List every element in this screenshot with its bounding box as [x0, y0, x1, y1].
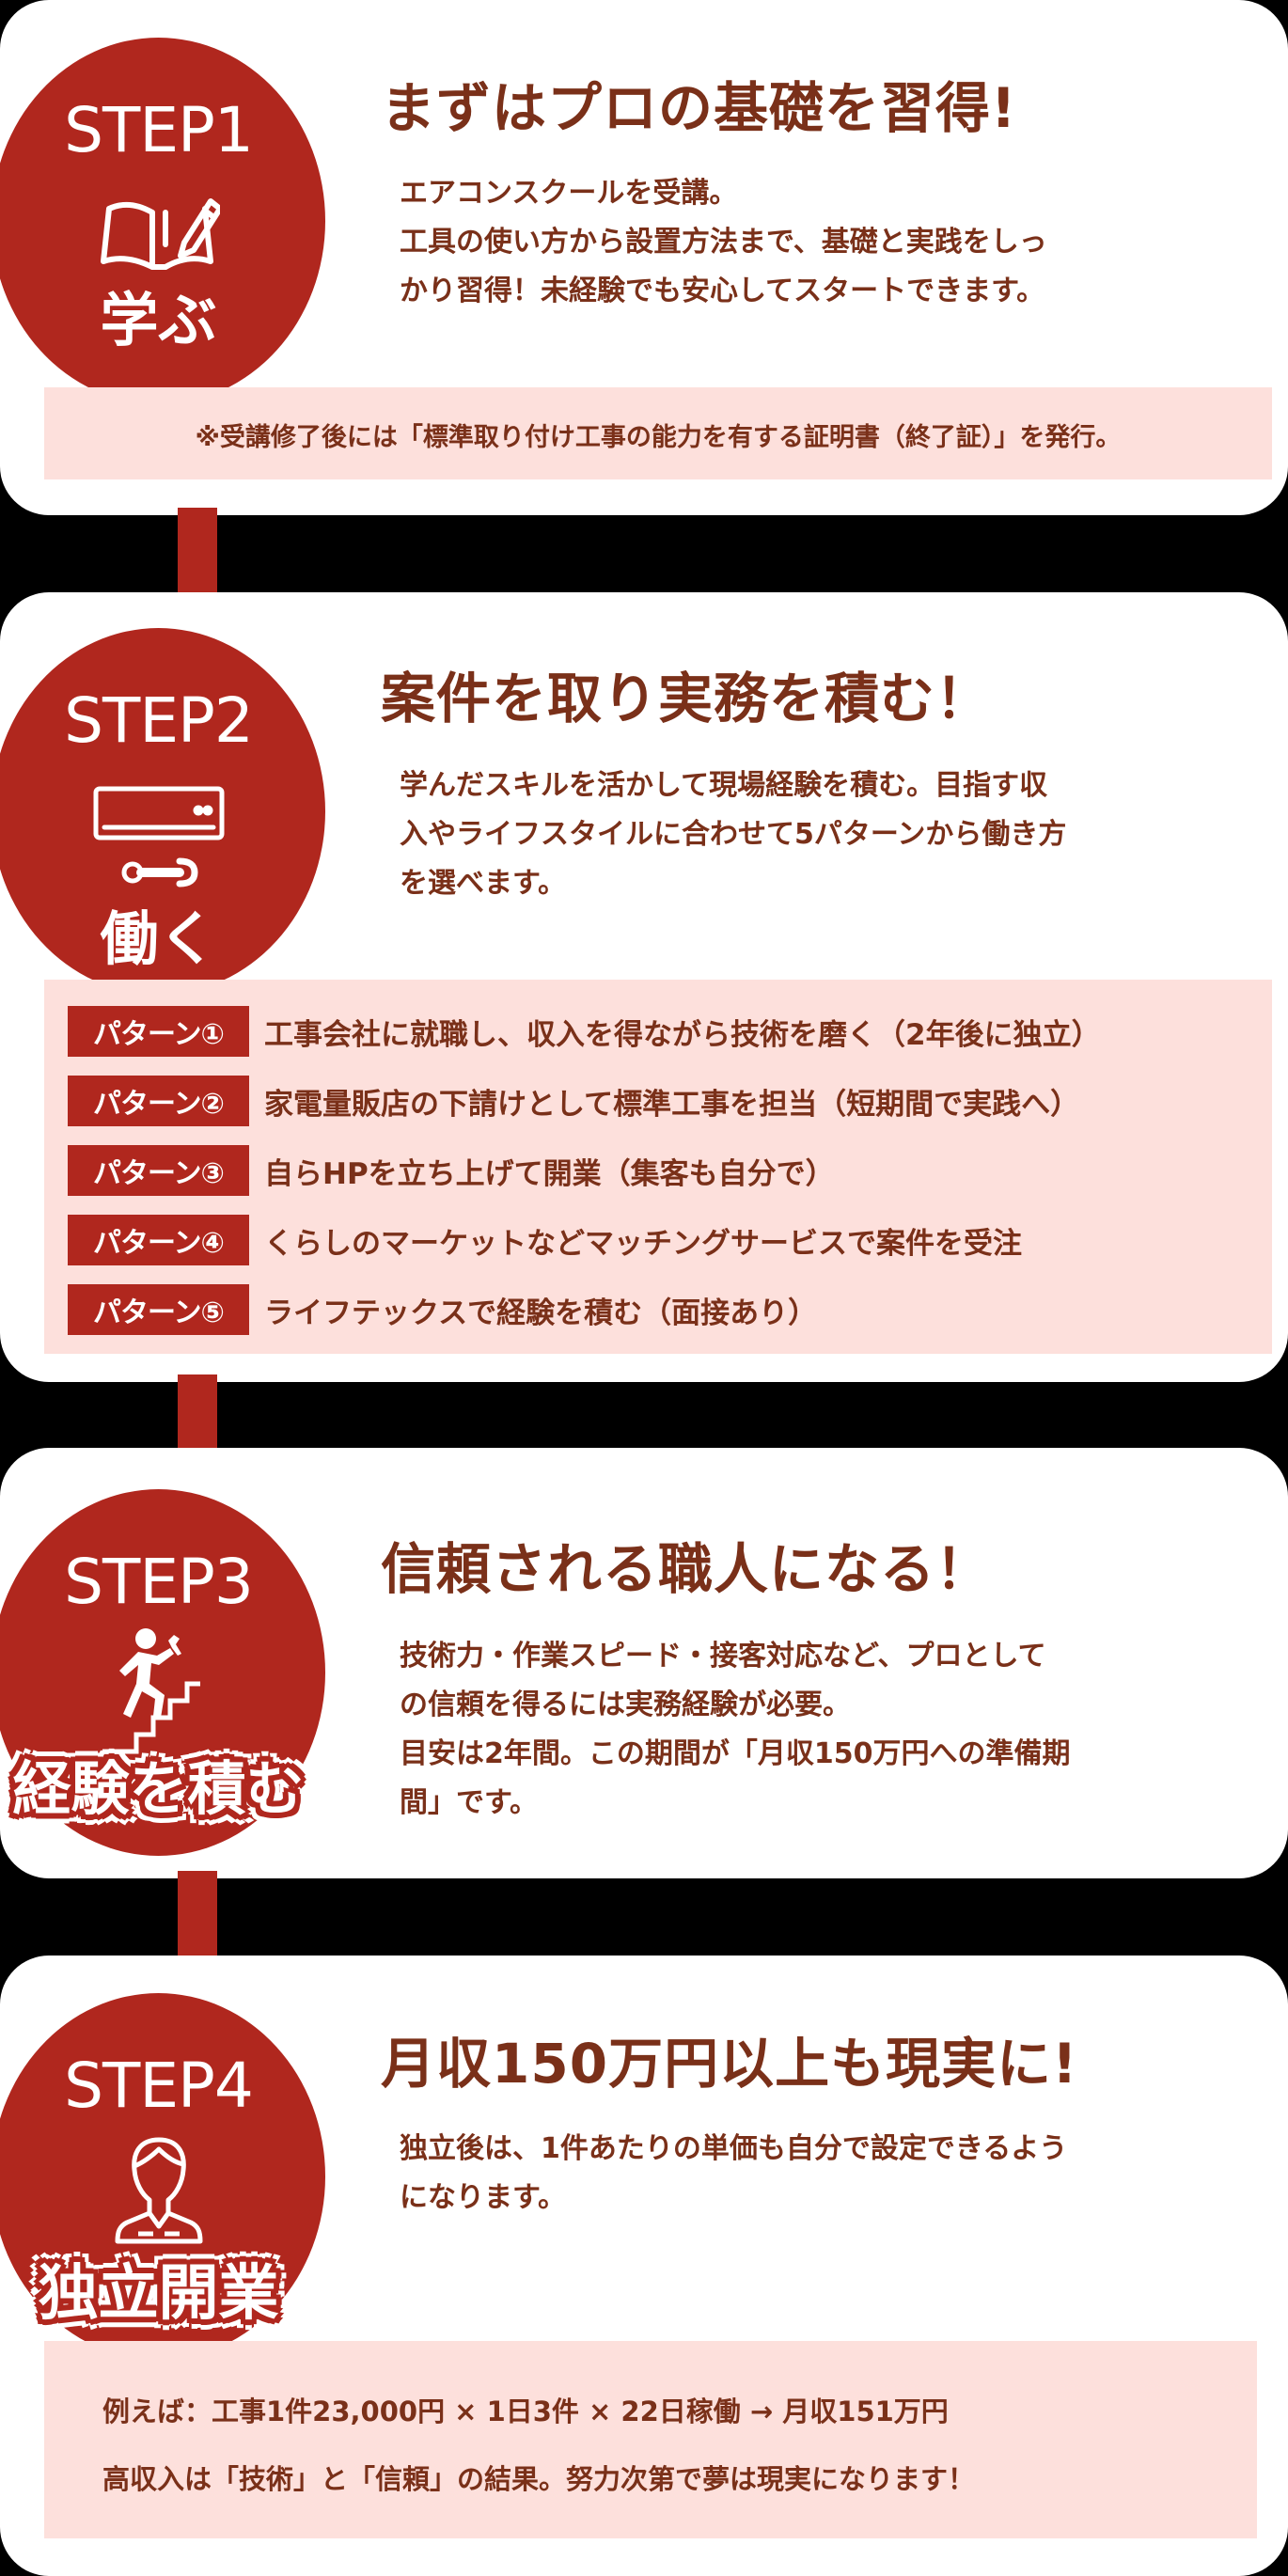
pattern-tag: パターン⑤ — [68, 1284, 249, 1335]
step3-body-line: の信頼を得るには実務経験が必要。 — [400, 1689, 851, 1721]
step2-headline: 案件を取り実務を積む！ — [381, 667, 992, 730]
step4-body-line: 独立後は、1件あたりの単価も自分で設定できるよう — [400, 2132, 1068, 2165]
step4-body: 独立後は、1件あたりの単価も自分で設定できるよう になります。 — [400, 2125, 1227, 2223]
income-example-message: 高収入は「技術」と「信頼」の結果。努力次第で夢は現実になります！ — [102, 2463, 976, 2495]
step2-badge: STEP2 働く — [0, 628, 325, 995]
income-example-box: 例えば：工事1件23,000円 × 1日3件 × 22日稼働 → 月収151万円… — [44, 2341, 1257, 2538]
air-conditioner-wrench-icon — [93, 786, 225, 903]
step3-body-line: 間」です。 — [400, 1786, 538, 1819]
step4-verb: 独立開業 — [38, 2259, 279, 2329]
pattern-text: くらしのマーケットなどマッチングサービスで案件を受注 — [264, 1226, 1022, 1261]
step-connector — [178, 1871, 217, 1965]
step4-label: STEP4 — [64, 2050, 254, 2122]
step4-headline: 月収150万円以上も現実に! — [381, 2032, 1078, 2096]
pattern-tag: パターン① — [68, 1006, 249, 1057]
step3-body-line: 目安は2年間。この期間が「月収150万円への準備期 — [400, 1737, 1071, 1770]
pattern-text: 工事会社に就職し、収入を得ながら技術を磨く（2年後に独立） — [264, 1017, 1101, 1052]
step4-card: STEP4 独立開業 月収150万円以上も現実に! 独立後は、1件あたりの単価も… — [0, 1956, 1288, 2576]
pattern-item: パターン① 工事会社に就職し、収入を得ながら技術を磨く（2年後に独立） — [68, 1006, 1101, 1057]
step3-card: STEP3 経験を積む 信頼される職人になる！ 技術力・作業スピード・接客対応な… — [0, 1448, 1288, 1878]
step4-body-line: になります。 — [400, 2181, 566, 2214]
step-connector — [178, 1374, 217, 1459]
pattern-tag: パターン③ — [68, 1145, 249, 1196]
step1-label: STEP1 — [64, 94, 254, 166]
step3-body-line: 技術力・作業スピード・接客対応など、プロとして — [400, 1640, 1046, 1673]
step3-body: 技術力・作業スピード・接客対応など、プロとして の信頼を得るには実務経験が必要。… — [400, 1632, 1227, 1828]
step2-body: 学んだスキルを活かして現場経験を積む。目指す収 入やライフスタイルに合わせて5パ… — [400, 762, 1227, 908]
step1-body: エアコンスクールを受講。 工具の使い方から設置方法まで、基礎と実践をしっ かり習… — [400, 169, 1227, 316]
step1-badge: STEP1 学ぶ — [0, 38, 325, 404]
step2-body-line: を選べます。 — [400, 867, 566, 900]
person-avatar-icon — [112, 2134, 206, 2251]
step2-card: STEP2 働く 案件を取り実務を積む！ 学んだスキルを活かして現場経験を積む。… — [0, 592, 1288, 1382]
step3-badge: STEP3 経験を積む — [0, 1489, 325, 1856]
step2-body-line: 学んだスキルを活かして現場経験を積む。目指す収 — [400, 769, 1048, 802]
step4-badge: STEP4 独立開業 — [0, 1993, 325, 2360]
step2-body-line: 入やライフスタイルに合わせて5パターンから働き方 — [400, 818, 1067, 851]
income-example-calculation: 例えば：工事1件23,000円 × 1日3件 × 22日稼働 → 月収151万円 — [102, 2395, 949, 2427]
step1-body-line: エアコンスクールを受講。 — [400, 177, 738, 210]
pattern-text: 自らHPを立ち上げて開業（集客も自分で） — [264, 1156, 835, 1191]
work-patterns-box: パターン① 工事会社に就職し、収入を得ながら技術を磨く（2年後に独立） パターン… — [44, 980, 1272, 1354]
step3-verb: 経験を積む — [12, 1754, 305, 1823]
pattern-item: パターン④ くらしのマーケットなどマッチングサービスで案件を受注 — [68, 1215, 1022, 1265]
certificate-note-box: ※受講修了後には「標準取り付け工事の能力を有する証明書（終了証）」を発行。 — [44, 387, 1272, 479]
pattern-item: パターン② 家電量販店の下請けとして標準工事を担当（短期間で実践へ） — [68, 1076, 1079, 1126]
step2-verb: 働く — [100, 904, 217, 973]
step1-verb: 学ぶ — [100, 286, 217, 354]
climbing-stairs-worker-icon — [102, 1627, 215, 1763]
certificate-note: ※受講修了後には「標準取り付け工事の能力を有する証明書（終了証）」を発行。 — [195, 423, 1122, 452]
step1-body-line: 工具の使い方から設置方法まで、基礎と実践をしっ — [400, 226, 1047, 259]
step3-headline: 信頼される職人になる！ — [381, 1537, 992, 1601]
pattern-item: パターン⑤ ライフテックスで経験を積む（面接あり） — [68, 1284, 817, 1335]
step1-headline: まずはプロの基礎を習得! — [381, 76, 1017, 140]
step1-body-line: かり習得！未経験でも安心してスタートできます。 — [400, 275, 1045, 307]
step3-label: STEP3 — [64, 1546, 254, 1618]
pattern-tag: パターン② — [68, 1076, 249, 1126]
pattern-tag: パターン④ — [68, 1215, 249, 1265]
step1-card: STEP1 学ぶ まずはプロの基礎を習得! エアコンスクールを受講。 工具の使い… — [0, 0, 1288, 515]
pattern-item: パターン③ 自らHPを立ち上げて開業（集客も自分で） — [68, 1145, 835, 1196]
book-pencil-icon — [98, 188, 223, 281]
step2-label: STEP2 — [64, 684, 254, 757]
pattern-text: 家電量販店の下請けとして標準工事を担当（短期間で実践へ） — [264, 1087, 1080, 1122]
pattern-text: ライフテックスで経験を積む（面接あり） — [264, 1296, 818, 1330]
step-connector — [178, 508, 217, 602]
